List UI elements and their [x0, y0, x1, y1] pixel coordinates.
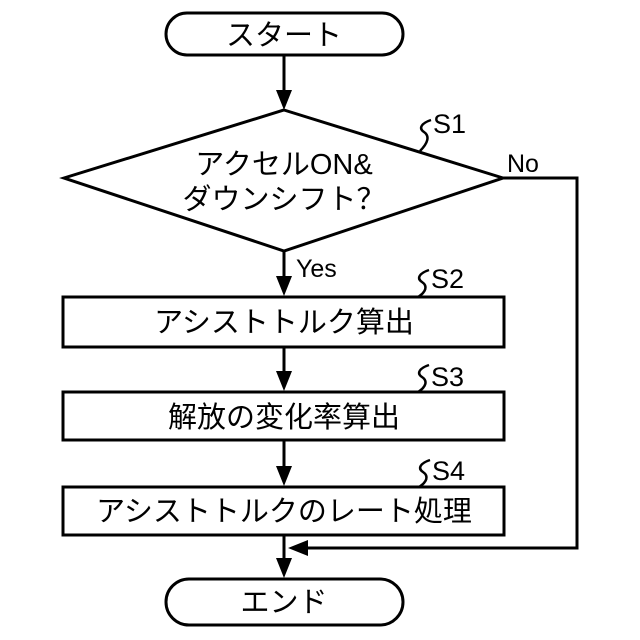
- process-box-s2-label: アシストトルク算出: [154, 306, 414, 339]
- end-node-label: エンド: [240, 587, 327, 619]
- decision-label-line2: ダウンシフト？: [182, 183, 385, 216]
- s4-reference-squiggle-icon: [418, 458, 431, 489]
- step-label-s2: S2: [431, 264, 464, 294]
- step-label-s4: S4: [432, 456, 465, 486]
- arrowhead-into-end-icon: [276, 558, 292, 578]
- process-box-s4: [61, 485, 506, 537]
- end-node: [164, 577, 405, 627]
- process-box-s3-label: 解放の変化率算出: [168, 401, 400, 434]
- decision-diamond: [59, 108, 508, 253]
- arrowhead-into-s2-icon: [276, 276, 292, 296]
- arrowhead-into-decision-icon: [276, 90, 292, 110]
- arrowhead-into-s3-icon: [276, 371, 292, 391]
- edge-no-branch: [308, 176, 579, 550]
- branch-label-yes: Yes: [296, 255, 337, 283]
- s3-reference-squiggle-icon: [417, 363, 430, 394]
- process-box-s2: [61, 295, 506, 349]
- arrowhead-merge-left-icon: [288, 540, 308, 556]
- process-box-s3: [61, 390, 506, 442]
- branch-label-no: No: [507, 150, 539, 178]
- step-label-s3: S3: [431, 362, 464, 392]
- start-node-label: スタート: [226, 20, 342, 52]
- s2-reference-squiggle-icon: [417, 268, 430, 299]
- s1-reference-squiggle-icon: [419, 118, 432, 152]
- step-label-s1: S1: [433, 109, 466, 139]
- start-node: [164, 11, 405, 57]
- arrowhead-into-s4-icon: [276, 466, 292, 486]
- process-box-s4-label: アシストトルクのレート処理: [96, 495, 472, 528]
- decision-label-line1: アクセルON&: [195, 149, 372, 181]
